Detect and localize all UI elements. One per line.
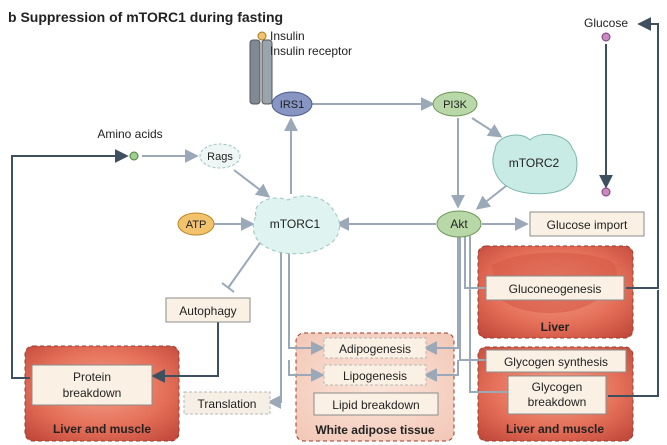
arrow-mtorc1-adipogenesis (288, 244, 325, 355)
glycogen-breakdown-box (507, 375, 607, 415)
lipogenesis-box (323, 364, 427, 386)
panel-title: b Suppression of mTORC1 during fasting (8, 9, 283, 25)
akt-label: Akt (450, 217, 468, 231)
amino-acids-node: Amino acids (97, 127, 163, 161)
line-akt-gluconeogenesis (464, 236, 486, 289)
protein-breakdown-label-1: Protein (73, 370, 111, 384)
gluconeogenesis-box (485, 275, 625, 301)
glucose-dot-icon (601, 32, 611, 42)
translation-box (183, 391, 271, 415)
insulin-icon (257, 31, 267, 41)
mtorc1-label: mTORC1 (270, 217, 321, 231)
glycogen-breakdown-label-1: Glycogen (532, 380, 583, 394)
mtorc1-shape (252, 195, 341, 255)
arrow-rags-mtorc1 (233, 169, 271, 198)
insulin-label: Insulin (270, 29, 305, 43)
translation-label: Translation (198, 397, 257, 411)
protein-breakdown-label-2: breakdown (63, 386, 122, 400)
liver-muscle-left-label: Liver and muscle (53, 422, 151, 436)
line-glycogen-breakdown-glucose (608, 290, 659, 397)
mtorc1-node: mTORC1 (252, 195, 341, 255)
glucose-import-label: Glucose import (547, 218, 628, 232)
akt-shape (436, 210, 482, 238)
amino-acids-label: Amino acids (97, 127, 162, 141)
lipid-breakdown-label: Lipid breakdown (332, 398, 419, 412)
amino-acid-dot-icon (129, 151, 139, 161)
arrow-protein-aa (11, 149, 129, 379)
autophagy-label: Autophagy (179, 304, 236, 318)
gluconeogenesis-label: Gluconeogenesis (509, 282, 602, 296)
pi3k-shape (432, 91, 478, 117)
process-boxes: Glucose import Autophagy Translation Glu… (31, 211, 645, 416)
atp-node: ATP (177, 212, 215, 236)
arrow-gluconeogenesis-glucose (626, 17, 659, 289)
pi3k-node: PI3K (432, 91, 478, 117)
protein-breakdown-box (31, 364, 153, 406)
white-adipose-label: White adipose tissue (315, 423, 435, 437)
arrow-mtorc1-translation (267, 244, 282, 409)
mtorc2-shape (492, 133, 578, 195)
lipogenesis-label: Lipogenesis (343, 369, 407, 383)
receptor-right-chain (261, 39, 273, 105)
lipid-breakdown-box (313, 392, 439, 416)
irs1-label: IRS1 (280, 99, 304, 111)
arrow-akt-lipogenesis (423, 360, 459, 382)
atp-label: ATP (186, 219, 207, 231)
flux-arrows (11, 17, 659, 397)
signal-arrows (142, 97, 529, 409)
glucose-node: Glucose (584, 16, 628, 197)
liver-label: Liver (541, 320, 570, 334)
mtorc2-label: mTORC2 (509, 156, 560, 170)
mtorc2-node: mTORC2 (492, 133, 578, 195)
glycogen-synthesis-box (485, 349, 627, 373)
glucose-import-box (529, 211, 645, 237)
glycogen-synthesis-label: Glycogen synthesis (504, 355, 608, 369)
receptor-left-chain (249, 39, 261, 105)
insulin-receptor-label: Insulin receptor (270, 44, 352, 58)
arrow-pi3k-mtorc2 (471, 117, 503, 138)
arrow-mtorc1-lipogenesis (288, 360, 325, 382)
atp-shape (177, 212, 215, 236)
irs1-node: IRS1 (271, 91, 313, 117)
line-akt-glycogen-synthesis (459, 236, 486, 361)
line-mtorc1-autophagy (227, 239, 263, 289)
adipogenesis-label: Adipogenesis (339, 342, 411, 356)
insulin-receptor: Insulin Insulin receptor (249, 29, 352, 105)
liver-muscle-right-label: Liver and muscle (506, 422, 604, 436)
autophagy-box (165, 297, 251, 323)
rags-node: Rags (199, 143, 241, 169)
glucose-dot-icon-lower (601, 187, 611, 197)
inhibit-bar-autophagy (221, 282, 235, 293)
irs1-shape (271, 91, 313, 117)
pi3k-label: PI3K (443, 99, 468, 111)
glycogen-breakdown-label-2: breakdown (528, 395, 587, 409)
akt-node: Akt (436, 210, 482, 238)
rags-shape (199, 143, 241, 169)
rags-label: Rags (207, 151, 233, 163)
glucose-label: Glucose (584, 16, 628, 30)
arrow-akt-adipogenesis (423, 236, 459, 355)
arrow-mtorc2-akt (475, 185, 507, 210)
adipogenesis-box (323, 337, 427, 359)
line-akt-glycogen-breakdown (469, 236, 508, 393)
arrow-autophagy-protein (151, 322, 219, 383)
